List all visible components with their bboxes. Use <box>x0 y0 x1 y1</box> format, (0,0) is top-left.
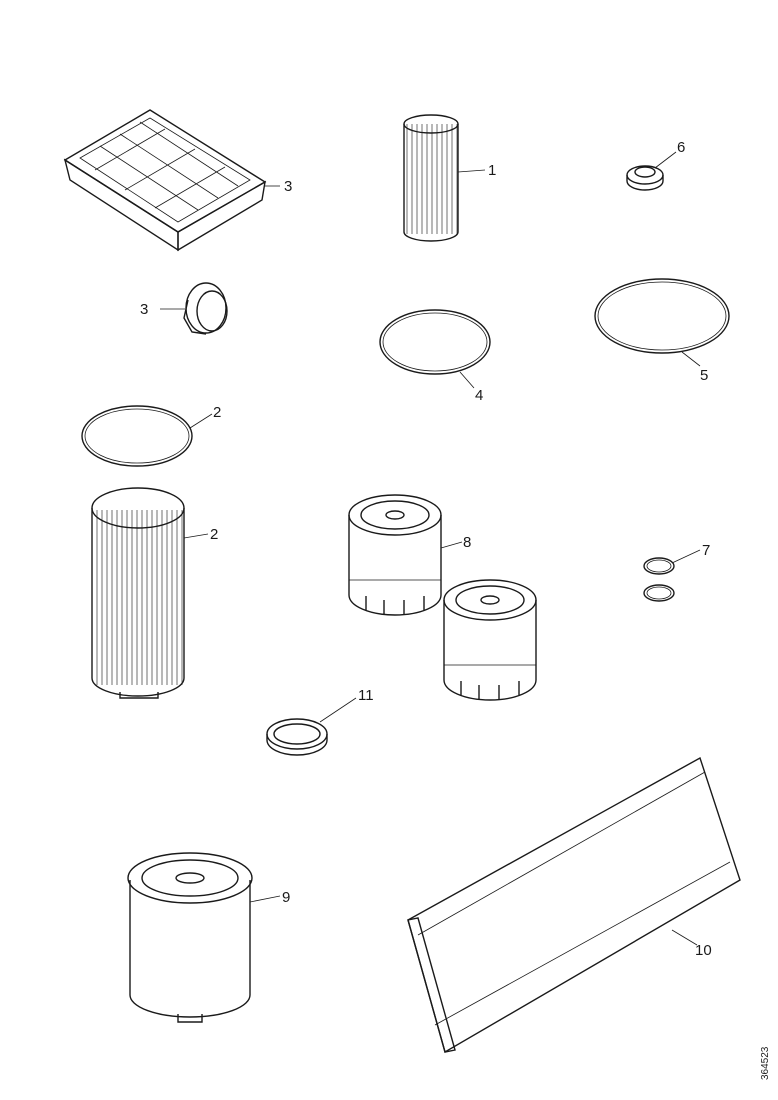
panel-filter-part-3 <box>63 109 267 252</box>
leader-4 <box>459 371 475 389</box>
cartridge-filter-part-1 <box>403 114 459 242</box>
seal-part-6 <box>626 165 664 191</box>
drawing-code: 364523 <box>760 1046 771 1080</box>
callout-3a: 3 <box>284 178 292 195</box>
callout-5: 5 <box>700 367 708 384</box>
leader-2a <box>189 413 213 429</box>
callout-9: 9 <box>282 889 290 906</box>
leader-7 <box>671 549 701 564</box>
callout-8: 8 <box>463 534 471 551</box>
o-ring-part-2 <box>81 405 193 467</box>
spin-on-filter-part-9 <box>127 852 253 1023</box>
cartridge-filter-part-2 <box>91 487 185 699</box>
leader-5 <box>681 351 701 367</box>
o-rings-part-7 <box>643 557 675 602</box>
callout-11: 11 <box>358 687 374 704</box>
callout-1: 1 <box>488 162 496 179</box>
leader-10 <box>671 929 698 946</box>
callout-4: 4 <box>475 387 483 404</box>
o-ring-part-5 <box>594 278 730 354</box>
callout-6: 6 <box>677 139 685 156</box>
callout-2a: 2 <box>213 404 221 421</box>
leader-1 <box>457 169 486 173</box>
callout-3b: 3 <box>140 301 148 318</box>
callout-2b: 2 <box>210 526 218 543</box>
spin-on-filter-part-8-b <box>443 579 537 701</box>
leader-11 <box>319 697 357 723</box>
callout-7: 7 <box>702 542 710 559</box>
leader-2b <box>183 533 209 539</box>
breather-cap-part-3 <box>183 282 228 335</box>
panel-filter-part-10 <box>407 756 741 1054</box>
leader-8 <box>440 541 463 549</box>
callout-10: 10 <box>695 942 712 959</box>
o-ring-part-4 <box>379 309 491 375</box>
seal-ring-part-11 <box>266 718 328 756</box>
leader-9 <box>249 895 281 903</box>
spin-on-filter-part-8-a <box>348 494 442 616</box>
leader-6 <box>654 151 677 169</box>
